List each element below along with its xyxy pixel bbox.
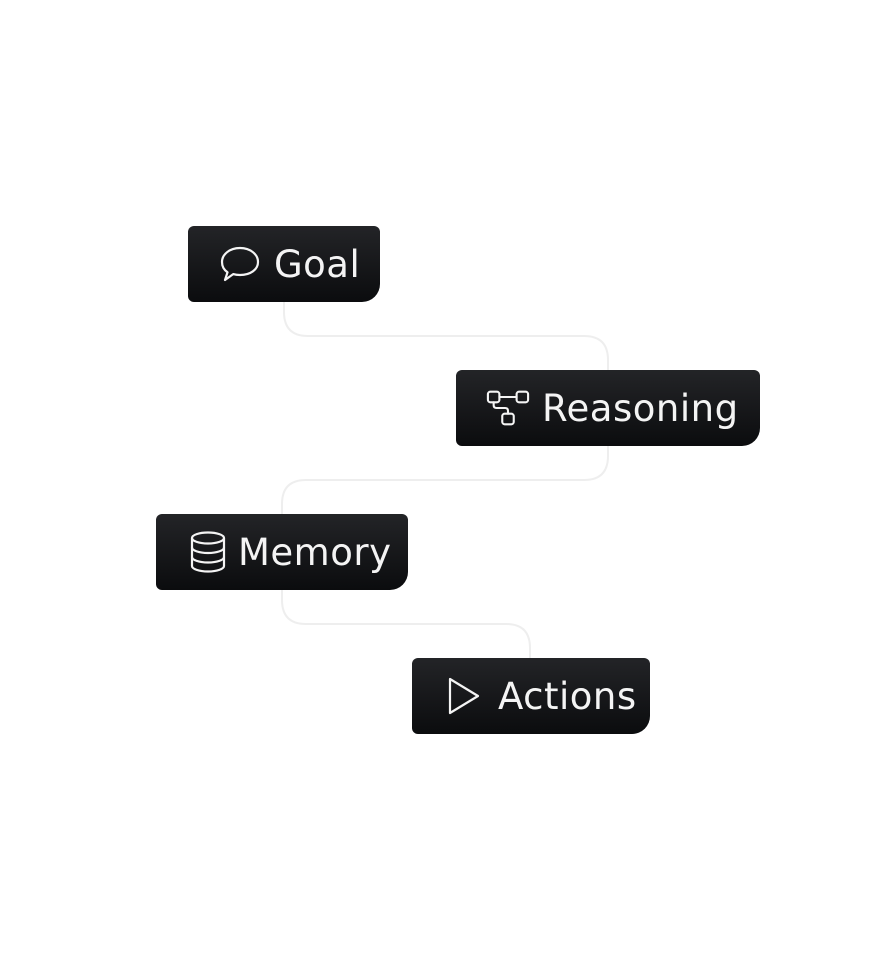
connector-goal-reasoning [283,301,609,371]
speech-bubble-icon [218,242,262,286]
node-memory[interactable]: Memory [156,514,408,590]
node-label: Memory [238,530,392,574]
play-icon [442,674,486,718]
node-label: Goal [274,242,361,286]
node-label: Reasoning [542,386,739,430]
flow-diagram-icon [486,386,530,430]
node-actions[interactable]: Actions [412,658,650,734]
connector-reasoning-memory [281,445,609,515]
node-goal[interactable]: Goal [188,226,380,302]
database-icon [186,530,230,574]
node-label: Actions [498,674,637,718]
node-reasoning[interactable]: Reasoning [456,370,760,446]
connector-memory-actions [281,589,531,659]
